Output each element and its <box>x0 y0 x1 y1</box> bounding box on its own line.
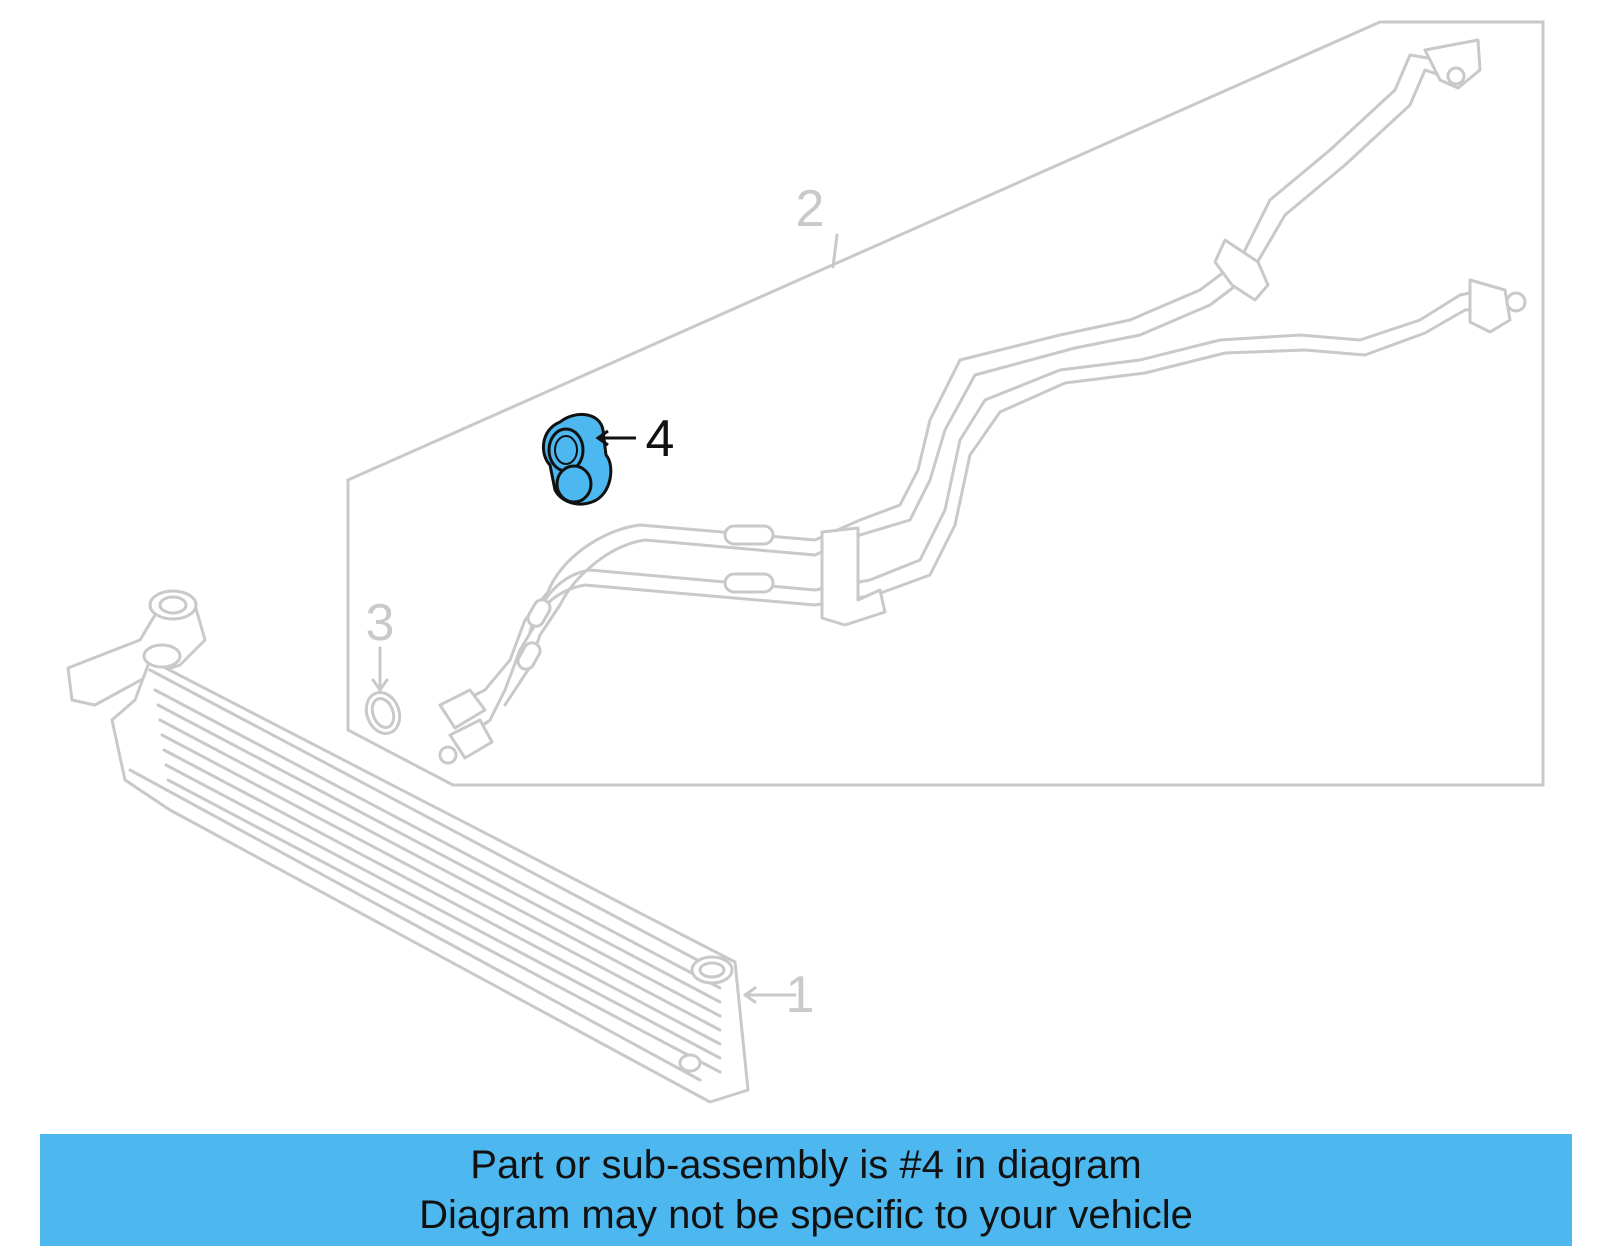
part-1-oil-cooler <box>66 589 797 1104</box>
banner-line-1: Part or sub-assembly is #4 in diagram <box>470 1143 1142 1187</box>
callout-4: 4 <box>646 410 675 468</box>
callout-1: 1 <box>786 966 815 1024</box>
info-banner: Part or sub-assembly is #4 in diagram Di… <box>40 1134 1572 1246</box>
callout-2: 2 <box>796 180 825 238</box>
banner-line-2: Diagram may not be specific to your vehi… <box>419 1193 1193 1237</box>
callout-3: 3 <box>366 594 395 652</box>
assembly-frame <box>346 20 1545 787</box>
cooler-lines <box>438 38 1527 765</box>
part-3-o-ring <box>364 646 402 735</box>
part-4-pipe-clip <box>541 413 636 506</box>
part-2-leader <box>831 233 839 269</box>
